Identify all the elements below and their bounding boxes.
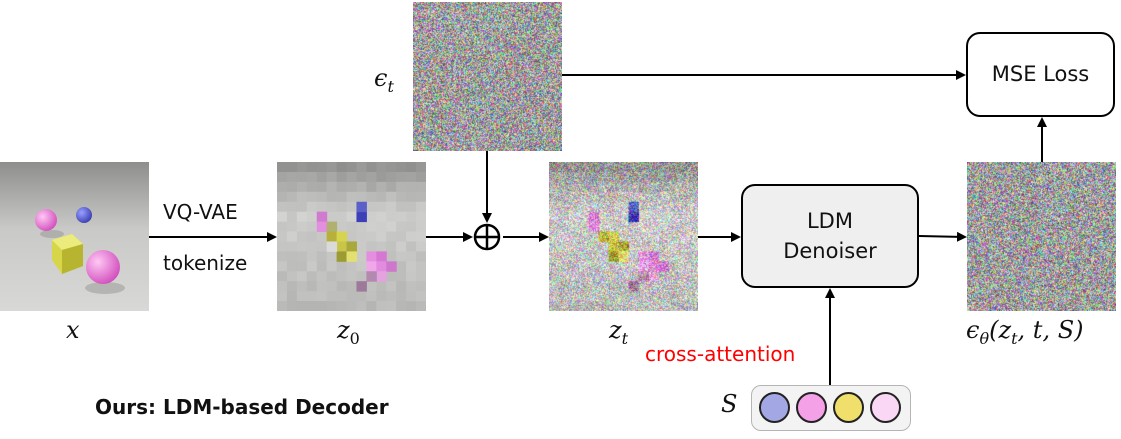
z0-label: z0 bbox=[337, 316, 360, 348]
zt-label: zt bbox=[609, 316, 629, 348]
input-scene-image bbox=[0, 162, 149, 311]
diagram-caption: Ours: LDM-based Decoder bbox=[95, 395, 389, 419]
ldm-denoiser-line2: Denoiser bbox=[783, 239, 877, 263]
ldm-denoiser-line1: LDM bbox=[806, 208, 853, 233]
token-2 bbox=[796, 392, 827, 423]
token-3 bbox=[833, 392, 864, 423]
mse-loss-label: MSE Loss bbox=[991, 62, 1090, 87]
eps-theta-label: ϵθ(zt, t, S) bbox=[966, 316, 1084, 348]
s-label: S bbox=[721, 390, 738, 418]
latent-z0-image bbox=[277, 162, 427, 312]
noise-epsilon-t-image bbox=[413, 2, 562, 151]
token-set-box bbox=[751, 385, 911, 431]
tokenize-label: tokenize bbox=[163, 251, 248, 275]
cross-attention-label: cross-attention bbox=[645, 342, 796, 366]
vqvae-label: VQ-VAE bbox=[163, 200, 238, 224]
predicted-noise-image bbox=[967, 162, 1116, 311]
token-1 bbox=[759, 392, 790, 423]
noisy-latent-zt-image bbox=[549, 162, 698, 311]
eps-t-label: ϵt bbox=[374, 64, 394, 96]
arrow-denoiser-to-eps-theta bbox=[918, 231, 967, 242]
mse-loss-box: MSE Loss bbox=[966, 32, 1115, 117]
ldm-denoiser-box: LDM Denoiser bbox=[741, 184, 919, 288]
x-label: x bbox=[66, 316, 80, 344]
token-4 bbox=[870, 392, 901, 423]
